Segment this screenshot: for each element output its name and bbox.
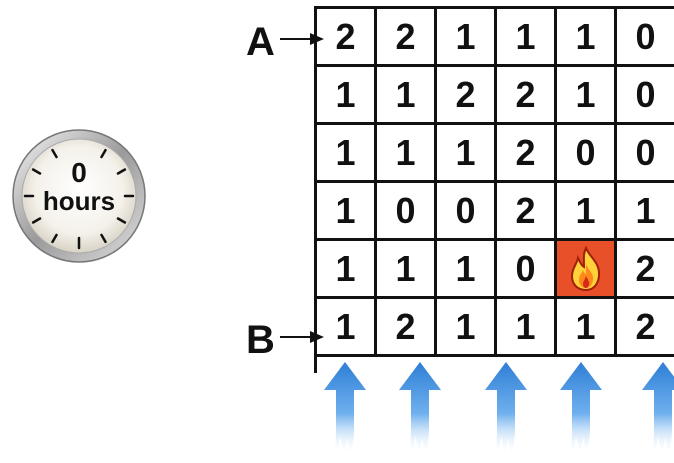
- up-arrow-icon: [558, 360, 604, 458]
- grid-cell: 1: [377, 67, 437, 125]
- grid-cell: 1: [317, 241, 377, 299]
- grid-cell: 1: [437, 241, 497, 299]
- grid-cell: 1: [557, 299, 617, 357]
- grid-cell: 0: [617, 125, 674, 183]
- row-marker-b: B: [246, 318, 275, 362]
- grid-cell: 2: [617, 299, 674, 357]
- grid-cell: 1: [377, 241, 437, 299]
- grid-cell: 1: [557, 183, 617, 241]
- up-arrow-icon: [640, 360, 674, 458]
- fire-cell: [557, 241, 617, 299]
- grid-cell: 1: [317, 67, 377, 125]
- right-arrow-icon: [280, 331, 324, 343]
- right-arrow-icon: [280, 33, 324, 45]
- grid-cell: 1: [557, 9, 617, 67]
- grid-cell: 1: [377, 125, 437, 183]
- grid-cell: 2: [377, 299, 437, 357]
- up-arrow-icon: [397, 360, 443, 458]
- grid-cell: 0: [437, 183, 497, 241]
- up-arrow-icon: [322, 360, 368, 458]
- elapsed-hours-unit: hours: [42, 186, 116, 216]
- grid-cell: 0: [617, 67, 674, 125]
- stopwatch-icon: [12, 129, 146, 263]
- grid-cell: 2: [437, 67, 497, 125]
- grid-cell: 2: [617, 241, 674, 299]
- grid-cell: 1: [497, 9, 557, 67]
- grid-cell: 0: [497, 241, 557, 299]
- fire-icon: [570, 245, 600, 291]
- grid-cell: 0: [617, 9, 674, 67]
- grid-cell: 1: [317, 125, 377, 183]
- grid-cell: 0: [377, 183, 437, 241]
- grid-cell: 1: [497, 299, 557, 357]
- stopwatch: 0 hours: [9, 126, 149, 266]
- elapsed-hours-value: 0: [71, 157, 87, 188]
- grid-cell: 2: [497, 183, 557, 241]
- grid-cell: 1: [317, 299, 377, 357]
- grid-cell: 1: [437, 125, 497, 183]
- grid-cell: 2: [317, 9, 377, 67]
- grid-cell: 2: [497, 125, 557, 183]
- row-marker-a: A: [246, 20, 275, 64]
- grid-cell: 1: [557, 67, 617, 125]
- grid-cell: 1: [617, 183, 674, 241]
- grid-cell: 1: [437, 299, 497, 357]
- grid-cell: 2: [377, 9, 437, 67]
- grid-cell: 1: [437, 9, 497, 67]
- grid-cell: 2: [497, 67, 557, 125]
- up-arrow-icon: [483, 360, 529, 458]
- grid-cell: 1: [317, 183, 377, 241]
- grid-cell: 0: [557, 125, 617, 183]
